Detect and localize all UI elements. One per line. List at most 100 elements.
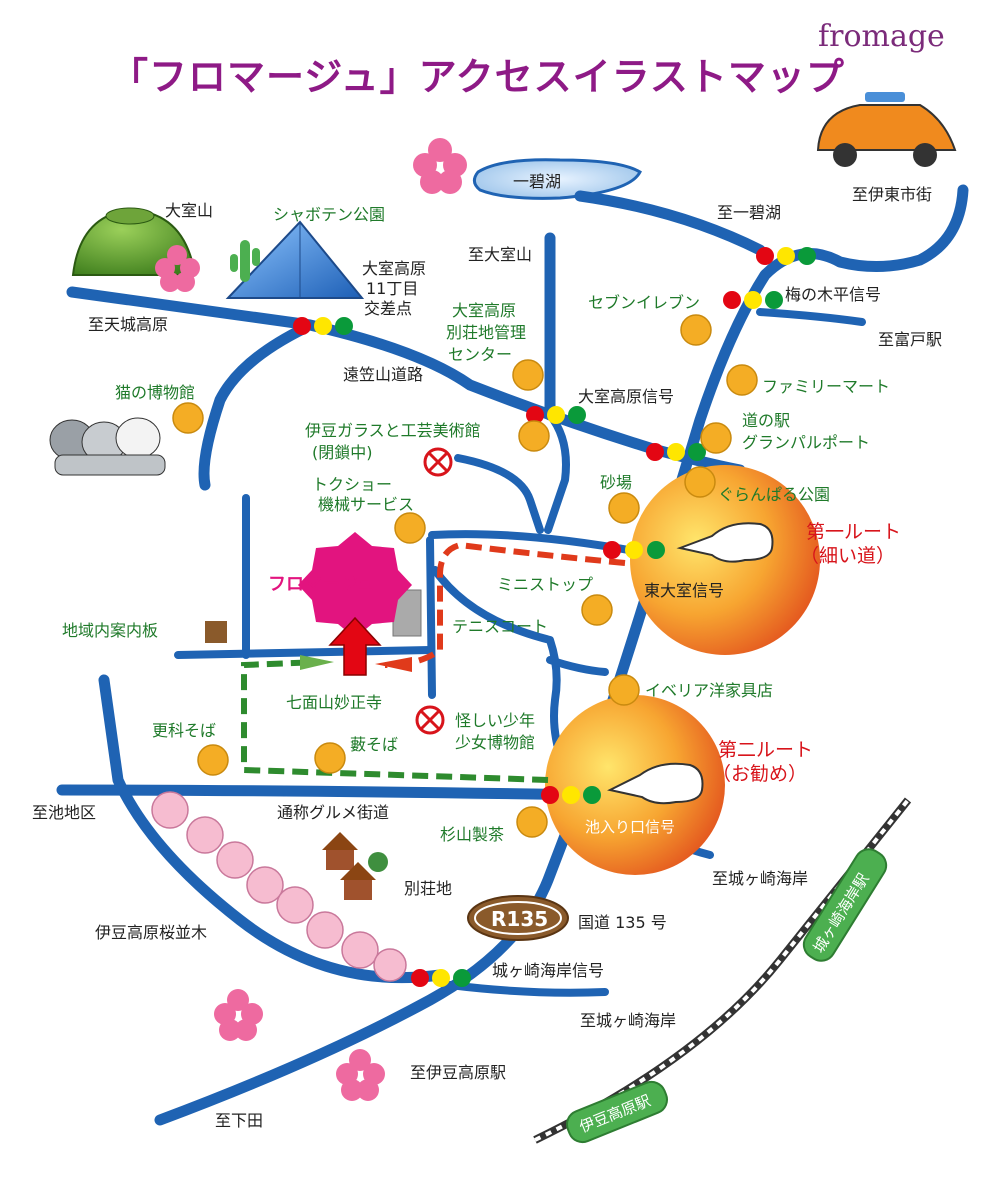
marker-tokushow: [394, 512, 426, 544]
marker-sarashina: [197, 744, 229, 776]
pyramid-icon: [225, 220, 365, 299]
signal-ippeki: [756, 247, 816, 265]
marker-sugiyama: [516, 806, 548, 838]
label-sarashina: 更科そば: [152, 721, 216, 740]
label-ayashii-2: 少女博物館: [455, 733, 535, 752]
hand-pointer-icon-route1: [676, 522, 774, 563]
r135-label: R135: [491, 907, 548, 931]
page-title: 「フロマージュ」アクセスイラストマップ: [110, 55, 845, 99]
marker-kanri: [512, 359, 544, 391]
label-omuro11-3: 交差点: [364, 299, 412, 318]
route1-dashed-path: [384, 541, 626, 668]
cherry-trees-icon: [151, 791, 407, 982]
label-higashi-sig: 東大室信号: [644, 581, 724, 600]
route1-title: 第一ルート: [806, 521, 901, 543]
signal-omuro-kogen: [526, 406, 586, 424]
label-neko: 猫の博物館: [115, 383, 195, 402]
label-sunaba: 砂場: [600, 473, 632, 492]
marker-sunaba: [608, 492, 640, 524]
poi-markers: [172, 314, 758, 838]
sakura-flower-icon: [155, 138, 467, 1101]
label-to-futo: 至富戸駅: [878, 330, 942, 349]
label-michinoeki-2: グランパルポート: [742, 433, 870, 452]
label-omuroyama: 大室山: [165, 201, 213, 220]
brand-logo: fromage: [818, 19, 945, 54]
label-granpal-park: ぐらんぱる公園: [718, 485, 830, 504]
lake-label: 一碧湖: [513, 172, 561, 191]
marker-ministop: [581, 594, 613, 626]
label-saboten: シャボテン公園: [273, 205, 385, 224]
label-sugiyama: 杉山製茶: [440, 825, 504, 844]
label-kanri-3: センター: [448, 345, 512, 364]
label-to-omuro: 至大室山: [468, 245, 532, 264]
marker-neko: [172, 402, 204, 434]
label-tennis: テニスコート: [452, 617, 548, 636]
label-omuro11-1: 大室高原: [362, 259, 426, 278]
fromage-marker: [298, 532, 412, 638]
marker-izuglass: [518, 420, 550, 452]
cats-icon: [49, 417, 166, 476]
label-ikeiri-sig: 池入り口信号: [585, 818, 675, 836]
station-jogasaki: 城ヶ崎海岸駅: [802, 848, 888, 962]
signal-granpal: [646, 443, 706, 461]
marker-michinoeki: [700, 422, 732, 454]
label-to-izukogen: 至伊豆高原駅: [410, 1063, 506, 1082]
label-ayashii-1: 怪しい少年: [455, 711, 535, 730]
marker-iberia: [608, 674, 640, 706]
green-arrow-icon: [300, 655, 334, 670]
label-umenoki: 梅の木平信号: [785, 285, 881, 304]
lake: 一碧湖: [473, 158, 642, 200]
label-iberia: イベリア洋家具店: [645, 681, 773, 700]
hand-pointer-icon-route2: [607, 762, 704, 805]
route1-sub: （細い道）: [800, 545, 895, 567]
label-omuro-sig: 大室高原信号: [578, 387, 674, 406]
closed-icon-izuglass: [423, 447, 453, 477]
marker-granpal-park: [684, 466, 716, 498]
annai-board-icon: [205, 621, 227, 643]
route2-dashed-path: [241, 659, 549, 783]
label-gourmet: 通称グルメ街道: [277, 803, 389, 822]
car-icon: [816, 92, 957, 167]
fromage-label: フロマージュ: [268, 574, 374, 595]
label-michinoeki-1: 道の駅: [742, 411, 790, 430]
cactus-icon: [230, 240, 260, 282]
label-tokushow-1: トクショー: [312, 475, 392, 494]
label-to-ito: 至伊東市街: [852, 185, 932, 204]
route2-title: 第二ルート: [718, 739, 813, 761]
label-to-ippeki: 至一碧湖: [717, 203, 781, 222]
label-izuglass-2: (閉鎖中): [312, 443, 373, 462]
label-omuro11-2: 11丁目: [366, 279, 418, 298]
label-kanri-1: 大室高原: [452, 301, 516, 320]
label-yabu: 藪そば: [350, 735, 398, 754]
marker-yabu: [314, 742, 346, 774]
label-to-jogasaki-1: 至城ヶ崎海岸: [712, 869, 808, 888]
station-izu-kogen: 伊豆高原駅: [566, 1080, 668, 1144]
signal-higashi-omuro: [603, 541, 665, 559]
label-to-amagi: 至天城高原: [88, 315, 168, 334]
signal-jogasaki: [411, 969, 471, 987]
signal-ikeiri: [541, 786, 601, 804]
label-jogasaki-sig: 城ヶ崎海岸信号: [492, 961, 604, 980]
closed-icon-ayashii: [415, 705, 445, 735]
label-bessochi: 別荘地: [404, 879, 452, 898]
label-to-jogasaki-2: 至城ヶ崎海岸: [580, 1011, 676, 1030]
label-ministop: ミニストップ: [497, 575, 593, 594]
label-to-shimoda: 至下田: [215, 1111, 263, 1130]
label-myoshoji: 七面山妙正寺: [286, 693, 382, 712]
r135-badge: R135: [467, 895, 569, 941]
label-sakura: 伊豆高原桜並木: [95, 923, 207, 942]
red-up-arrow-icon: [328, 616, 382, 676]
label-tokasa: 遠笠山道路: [343, 365, 423, 384]
label-tokushow-2: 機械サービス: [318, 495, 414, 514]
label-kokudo: 国道 135 号: [578, 913, 667, 932]
label-izuglass-1: 伊豆ガラスと工芸美術館: [305, 421, 481, 440]
label-annai: 地域内案内板: [62, 621, 158, 640]
label-family: ファミリーマート: [762, 377, 890, 396]
route2-sub: （お勧め）: [712, 763, 807, 785]
label-seven: セブンイレブン: [588, 293, 700, 312]
label-to-ike: 至池地区: [32, 803, 96, 822]
label-kanri-2: 別荘地管理: [446, 323, 526, 342]
signal-omuro11: [293, 317, 353, 335]
red-arrow-icon: [375, 657, 412, 672]
